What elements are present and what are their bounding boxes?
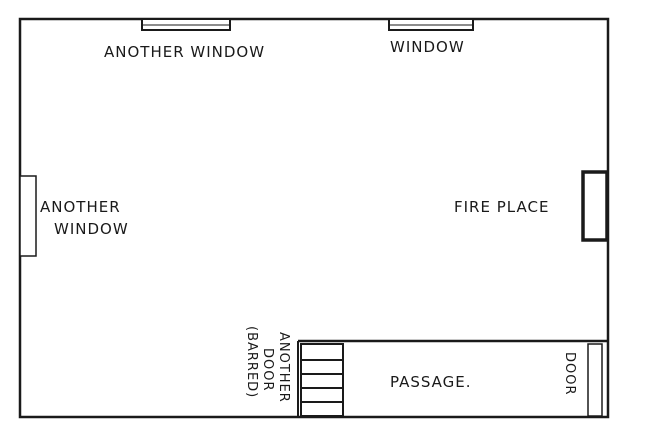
door-mark: [587, 343, 603, 417]
room-wall: [18, 17, 610, 419]
label-barred: (BARRED): [244, 326, 259, 398]
label-door: DOOR: [562, 352, 577, 396]
label-another-door-2: DOOR: [260, 348, 275, 392]
another-window-left-mark: [19, 175, 37, 257]
label-window-top: WINDOW: [390, 38, 465, 56]
label-another-door-1: ANOTHER: [276, 332, 291, 403]
fireplace-mark: [581, 170, 609, 242]
label-another-window-top: ANOTHER WINDOW: [104, 43, 265, 61]
label-another-window-left-2: WINDOW: [54, 220, 129, 238]
label-another-window-left-1: ANOTHER: [40, 198, 121, 216]
stairs: [300, 343, 344, 417]
label-fire-place: FIRE PLACE: [454, 198, 549, 216]
label-passage: PASSAGE.: [390, 373, 472, 391]
